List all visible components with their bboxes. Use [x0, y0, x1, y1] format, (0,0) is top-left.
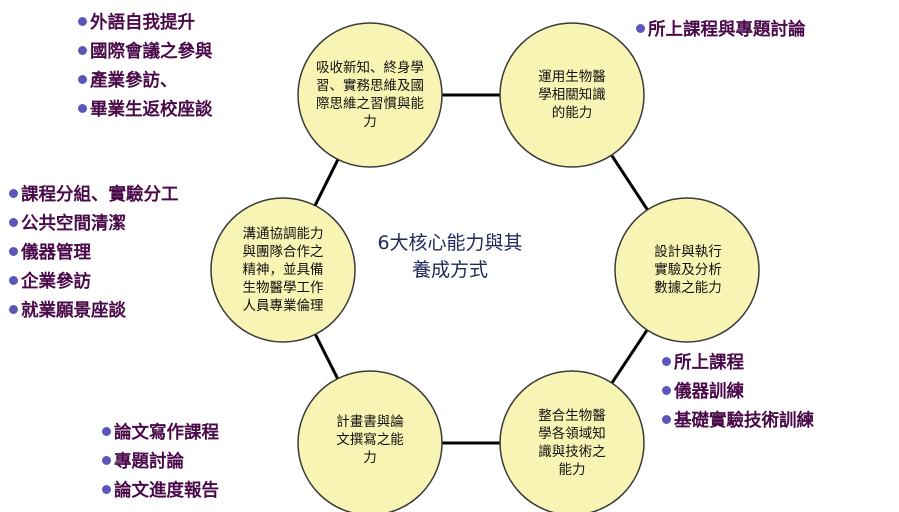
ability-node-experiment-design: 設計與執行 實驗及分析 數據之能力	[654, 244, 722, 296]
ability-node-teamwork-ethics: 溝通協調能力 與團隊合作之 精神，並具備 生物醫學工作 人員專業倫理	[242, 226, 324, 314]
bullet-icon	[78, 104, 87, 113]
list-item: 畢業生返校座談	[78, 94, 213, 123]
list-item: 企業參訪	[9, 266, 179, 295]
list-item: 公共空間清潔	[9, 208, 179, 237]
list-item: 所上課程	[662, 347, 814, 376]
center-title: 6大核心能力與其 養成方式	[330, 230, 570, 284]
list-top-left: 外語自我提升 國際會議之參與 產業參訪、 畢業生返校座談	[78, 7, 213, 123]
bullet-icon	[9, 189, 18, 198]
center-title-line-2: 養成方式	[411, 259, 488, 281]
ability-node-integration: 整合生物醫 學各領域知 識與技術之 能力	[538, 407, 606, 478]
list-item: 專題討論	[102, 446, 219, 475]
bullet-icon	[662, 386, 671, 395]
list-item: 產業參訪、	[78, 65, 213, 94]
ability-node-writing: 計畫書與論 文撰寫之能 力	[336, 414, 404, 466]
list-bottom-left: 論文寫作課程 專題討論 論文進度報告	[102, 417, 219, 504]
list-right: 所上課程 儀器訓練 基礎實驗技術訓練	[662, 347, 814, 434]
list-item: 儀器訓練	[662, 376, 814, 405]
bullet-icon	[9, 276, 18, 285]
bullet-icon	[9, 218, 18, 227]
list-item: 就業願景座談	[9, 295, 179, 324]
bullet-icon	[102, 427, 111, 436]
ability-node-lifelong-learning: 吸收新知、終身學 習、實務思維及國 際思維之習慣與能 力	[316, 60, 424, 130]
ability-circle-right	[614, 197, 760, 343]
list-item: 儀器管理	[9, 237, 179, 266]
list-item: 國際會議之參與	[78, 36, 213, 65]
list-item: 基礎實驗技術訓練	[662, 405, 814, 434]
list-item: 外語自我提升	[78, 7, 213, 36]
ability-circle-bottom-right	[499, 370, 645, 512]
bullet-icon	[78, 75, 87, 84]
list-item: 所上課程與專題討論	[636, 14, 806, 43]
bullet-icon	[102, 485, 111, 494]
bullet-icon	[9, 305, 18, 314]
bullet-icon	[662, 415, 671, 424]
ability-circle-bottom-left	[297, 370, 443, 512]
bullet-icon	[78, 46, 87, 55]
list-item: 論文寫作課程	[102, 417, 219, 446]
ability-node-biomedical-knowledge: 運用生物醫 學相關知識 的能力	[538, 69, 606, 121]
list-item: 論文進度報告	[102, 475, 219, 504]
bullet-icon	[662, 357, 671, 366]
bullet-icon	[636, 24, 645, 33]
list-item: 課程分組、實驗分工	[9, 179, 179, 208]
list-top-right: 所上課程與專題討論	[636, 14, 806, 43]
list-left: 課程分組、實驗分工 公共空間清潔 儀器管理 企業參訪 就業願景座談	[9, 179, 179, 324]
bullet-icon	[78, 17, 87, 26]
ability-circle-left	[210, 197, 356, 343]
bullet-icon	[9, 247, 18, 256]
bullet-icon	[102, 456, 111, 465]
ability-circles	[210, 22, 760, 512]
ability-circle-top-left	[297, 22, 443, 168]
center-title-line-1: 6大核心能力與其	[377, 232, 523, 254]
ability-circle-top-right	[499, 22, 645, 168]
